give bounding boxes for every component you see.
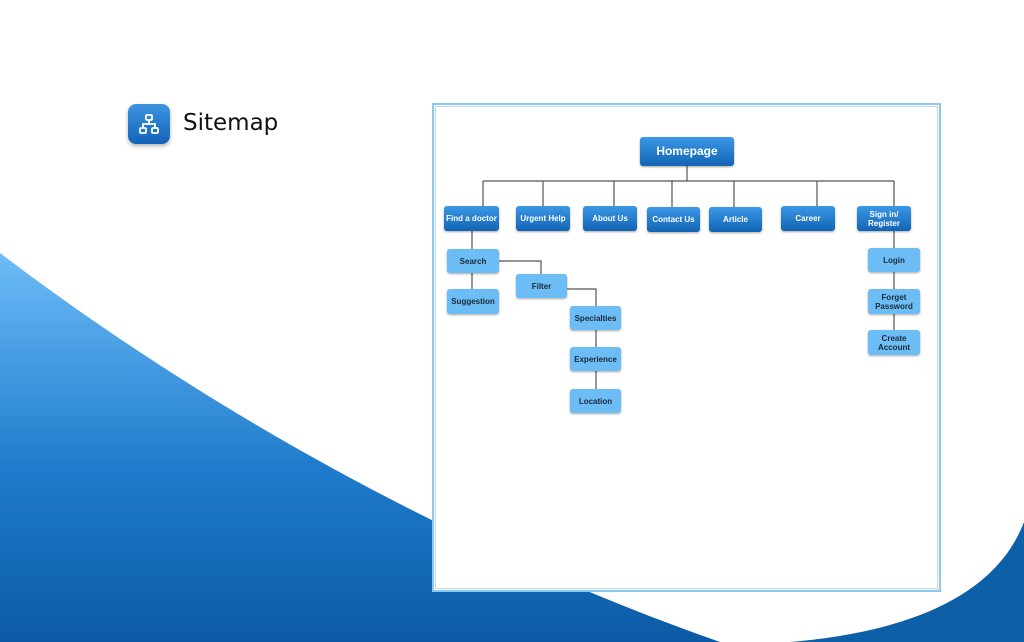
node-specialties[interactable]: Specialties	[570, 306, 621, 330]
node-login[interactable]: Login	[868, 248, 920, 272]
node-experience[interactable]: Experience	[570, 347, 621, 371]
node-location[interactable]: Location	[570, 389, 621, 413]
sitemap-logo	[128, 104, 170, 144]
node-search[interactable]: Search	[447, 249, 499, 273]
sitemap-diagram-frame	[432, 103, 941, 592]
node-create-account[interactable]: Create Account	[868, 330, 920, 355]
node-about-us[interactable]: About Us	[583, 206, 637, 231]
node-contact-us[interactable]: Contact Us	[647, 207, 700, 232]
node-find-a-doctor[interactable]: Find a doctor	[444, 206, 499, 231]
node-article[interactable]: Article	[709, 207, 762, 232]
sitemap-icon	[139, 114, 159, 134]
node-sign-in-register[interactable]: Sign in/ Register	[857, 206, 911, 231]
node-forget-password[interactable]: Forget Password	[868, 289, 920, 314]
node-urgent-help[interactable]: Urgent Help	[516, 206, 570, 231]
node-career[interactable]: Career	[781, 206, 835, 231]
node-suggestion[interactable]: Suggestion	[447, 289, 499, 314]
node-homepage[interactable]: Homepage	[640, 137, 734, 166]
node-filter[interactable]: Filter	[516, 274, 567, 298]
page-title: Sitemap	[183, 110, 279, 136]
